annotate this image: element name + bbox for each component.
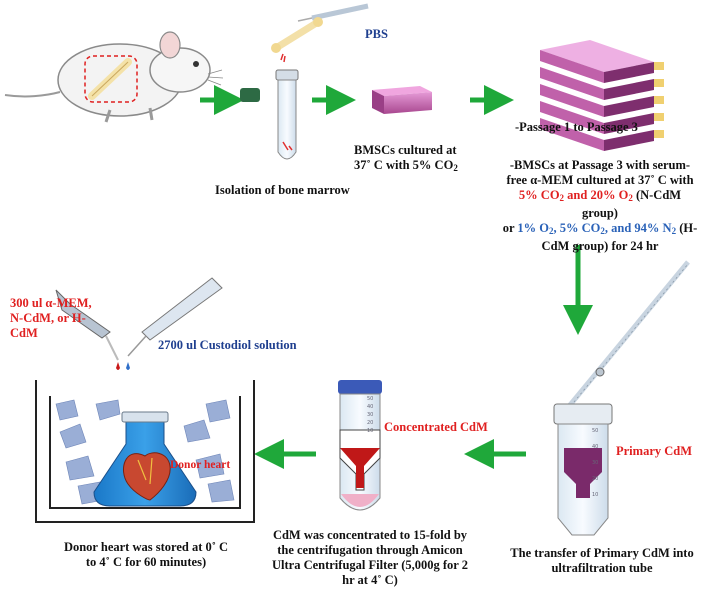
mouse-illustration [4,31,224,123]
conc-line-1: CdM was concentrated to 15-fold by [272,528,468,542]
stacked-flasks [540,40,664,151]
conc-line-3: Ultra Centrifugal Filter (5,000g for 2 [271,558,469,572]
conc-line-2: the centrifugation through Amicon [277,543,463,557]
concentration-label: CdM was concentrated to 15-fold by the c… [256,528,484,588]
tube-graduation-mark: 50 [367,396,373,402]
p3-line-4: or 1% O2, 5% CO2, and 94% N2 (H- [502,221,698,236]
p3-line-1: -BMSCs at Passage 3 with serum- [509,158,691,172]
culture-flask [372,86,432,114]
isolation-label: Isolation of bone marrow [215,183,350,197]
stored-line-1: Donor heart was stored at 0˚ C [63,540,229,554]
tube-graduation-mark: 50 [592,428,598,434]
concentrated-cdm-label: Concentrated CdM [384,420,488,434]
conc-line-4: hr at 4˚ C) [342,573,398,587]
bmsc-culture-label: BMSCs cultured at 37˚ C with 5% CO2 [354,143,458,176]
tube-graduation-mark: 40 [592,444,598,450]
concentrator-tube [338,380,382,511]
tube-graduation-mark: 10 [592,492,598,498]
tube-graduation-mark: 30 [367,412,373,418]
p3-line-3: 5% CO2 and 20% O2 (N-CdM group) [518,188,682,220]
primary-cdm-label: Primary CdM [616,444,693,458]
syringe [126,277,223,370]
storage-label: Donor heart was stored at 0˚ C to 4˚ C f… [36,540,256,570]
tube-graduation-mark: 20 [367,420,373,426]
syringe-bone-tube-illustration [240,3,369,160]
transfer-line-2: ultrafiltration tube [551,561,653,575]
passage-3-conditions: -BMSCs at Passage 3 with serum- free α-M… [500,158,700,254]
micropipette [55,289,120,370]
donor-heart-label: Donor heart [170,459,231,471]
media-volume-label: 300 ul α-MEM, N-CdM, or H- CdM [10,296,92,341]
primary-cdm-tube [553,403,613,536]
p3-line-5: CdM group) for 24 hr [541,239,659,253]
p3-line-2: free α-MEM cultured at 37˚ C with [506,173,694,187]
transfer-label: The transfer of Primary CdM into ultrafi… [502,546,702,576]
bmsc-line-2: 37˚ C with 5% CO2 [354,158,458,173]
bmsc-line-1: BMSCs cultured at [354,143,457,157]
transfer-line-1: The transfer of Primary CdM into [510,546,694,560]
serological-pipette [568,260,690,407]
tube-graduation-mark: 40 [367,404,373,410]
tube-graduation-mark: 20 [592,476,598,482]
media-line-1: 300 ul α-MEM, [10,296,92,310]
custodiol-label: 2700 ul Custodiol solution [158,338,297,352]
pbs-label: PBS [365,27,388,41]
tube-graduation-mark: 10 [367,428,373,434]
stored-line-2: to 4˚ C for 60 minutes) [85,555,207,569]
ice-box [35,380,255,523]
tube-graduation-mark: 30 [592,460,598,466]
passage-label: -Passage 1 to Passage 3 [515,120,638,134]
media-line-3: CdM [10,326,38,340]
media-line-2: N-CdM, or H- [10,311,86,325]
